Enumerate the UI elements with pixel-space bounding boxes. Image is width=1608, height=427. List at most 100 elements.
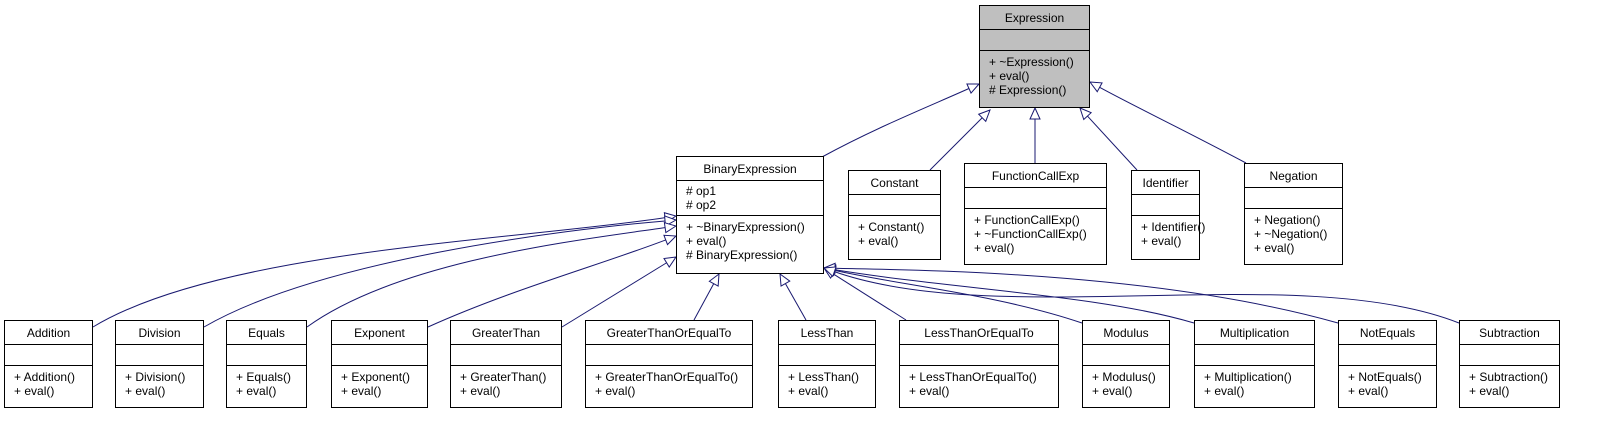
operation: + Addition() [14, 370, 76, 384]
class-operations: + ~BinaryExpression()+ eval()# BinaryExp… [677, 215, 823, 273]
class-attributes [1132, 194, 1199, 215]
class-exponent[interactable]: Exponent + Exponent()+ eval() [331, 320, 428, 408]
class-name: Identifier [1142, 176, 1189, 190]
class-name: Exponent [354, 326, 405, 340]
class-operations: + Division()+ eval() [116, 365, 203, 407]
inheritance-arrowhead-constant [977, 109, 991, 123]
class-less-than-or-equal-to[interactable]: LessThanOrEqualTo + LessThanOrEqualTo()+ … [899, 320, 1059, 408]
class-operations: + ~Expression()+ eval()# Expression() [980, 50, 1089, 107]
inheritance-edge-modulus [834, 269, 1083, 324]
operation: + eval() [858, 234, 899, 248]
inheritance-edge-addition [92, 217, 666, 328]
class-attributes [1083, 344, 1169, 365]
operation: + LessThanOrEqualTo() [909, 370, 1037, 384]
operation: + eval() [460, 384, 501, 398]
class-subtraction[interactable]: Subtraction+ Subtraction()+ eval() [1459, 320, 1560, 408]
operation: + ~BinaryExpression() [686, 220, 805, 234]
class-operations: + FunctionCallExp()+ ~FunctionCallExp()+… [965, 208, 1106, 264]
inheritance-edge-exponent [427, 239, 666, 328]
class-attributes [900, 344, 1058, 365]
class-name: LessThan [800, 326, 854, 340]
inheritance-edges [92, 81, 1460, 328]
class-attributes [227, 344, 306, 365]
class-operations: + Modulus()+ eval() [1083, 365, 1169, 407]
class-expression[interactable]: Expression+ ~Expression()+ eval()# Expre… [979, 5, 1090, 108]
class-operations: + Constant()+ eval() [849, 215, 940, 259]
operation: + eval() [595, 384, 636, 398]
class-constant[interactable]: Constant+ Constant()+ eval() [848, 170, 941, 260]
class-name: Addition [26, 326, 71, 340]
class-attributes [451, 344, 561, 365]
class-addition[interactable]: Addition + Addition()+ eval() [4, 320, 93, 408]
class-operations: + Equals()+ eval() [227, 365, 306, 407]
operation: + GreaterThanOrEqualTo() [595, 370, 739, 384]
operation: + Division() [125, 370, 186, 384]
class-modulus[interactable]: Modulus + Modulus()+ eval() [1082, 320, 1170, 408]
operation: + eval() [14, 384, 55, 398]
class-operations: + Multiplication()+ eval() [1195, 365, 1314, 407]
class-equals[interactable]: Equals+ Equals()+ eval() [226, 320, 307, 408]
operation: + eval() [1092, 384, 1133, 398]
class-attributes [965, 187, 1106, 208]
inheritance-edge-subtraction [834, 271, 1460, 324]
class-not-equals[interactable]: NotEquals + NotEquals()+ eval() [1338, 320, 1437, 408]
operation: + eval() [686, 234, 727, 248]
operation: + eval() [1204, 384, 1245, 398]
inheritance-arrowhead-negation [1088, 81, 1103, 93]
class-negation[interactable]: Negation+ Negation()+ ~Negation()+ eval(… [1244, 163, 1343, 265]
operation: + eval() [125, 384, 166, 398]
class-name: LessThanOrEqualTo [924, 326, 1034, 340]
class-name: Negation [1269, 169, 1318, 183]
class-greater-than[interactable]: GreaterThan + GreaterThan()+ eval() [450, 320, 562, 408]
inheritance-arrowhead-greater-than-or-equal-to [708, 272, 720, 287]
inheritance-arrowhead-less-than [779, 272, 791, 287]
operation: + FunctionCallExp() [974, 213, 1080, 227]
class-operations: + LessThan()+ eval() [779, 365, 875, 407]
class-operations: + Subtraction()+ eval() [1460, 365, 1559, 407]
class-greater-than-or-equal-to[interactable]: GreaterThanOrEqualTo+ GreaterThanOrEqual… [585, 320, 753, 408]
operation: + eval() [1469, 384, 1510, 398]
operation: + eval() [909, 384, 950, 398]
operation: + Constant() [858, 220, 925, 234]
inheritance-edge-less-than [784, 283, 807, 321]
inheritance-edge-not-equals [834, 267, 1339, 324]
inheritance-edge-identifier [1087, 115, 1138, 171]
operation: + Exponent() [341, 370, 411, 384]
operation: + eval() [341, 384, 382, 398]
inheritance-edge-equals [306, 227, 666, 328]
operation: + GreaterThan() [460, 370, 547, 384]
class-operations: + NotEquals()+ eval() [1339, 365, 1436, 407]
inheritance-arrowhead-function-call-exp [1029, 106, 1041, 120]
inheritance-arrowhead-exponent [663, 234, 678, 246]
class-name: GreaterThan [471, 326, 541, 340]
inheritance-edge-binary-expression [821, 88, 970, 158]
class-name: FunctionCallExp [991, 169, 1080, 183]
class-attributes [849, 194, 940, 215]
operation: # Expression() [989, 83, 1067, 97]
class-attributes [5, 344, 92, 365]
class-name: NotEquals [1359, 326, 1416, 340]
class-attributes: # op1# op2 [677, 180, 823, 215]
operation: + Identifier() [1141, 220, 1206, 234]
class-identifier[interactable]: Identifier+ Identifier()+ eval() [1131, 170, 1206, 260]
inheritance-arrowhead-equals [663, 221, 678, 234]
class-name: Multiplication [1219, 326, 1290, 340]
class-attributes [1195, 344, 1314, 365]
operation: + Multiplication() [1204, 370, 1292, 384]
class-function-call-exp[interactable]: FunctionCallExp + FunctionCallExp()+ ~Fun… [964, 163, 1107, 265]
class-name: Modulus [1103, 326, 1149, 340]
class-diagram: Expression+ ~Expression()+ eval()# Expre… [4, 5, 1560, 408]
operation: + Equals() [236, 370, 292, 384]
class-division[interactable]: Division+ Division()+ eval() [115, 320, 204, 408]
inheritance-arrowhead-identifier [1079, 107, 1093, 121]
class-binary-expression[interactable]: BinaryExpression# op1# op2+ ~BinaryExpre… [676, 156, 824, 274]
class-attributes [1245, 187, 1342, 208]
class-attributes [332, 344, 427, 365]
class-less-than[interactable]: LessThan + LessThan()+ eval() [778, 320, 876, 408]
class-operations: + Exponent()+ eval() [332, 365, 427, 407]
operation: + LessThan() [788, 370, 860, 384]
class-multiplication[interactable]: Multiplication + Multiplication()+ eval() [1194, 320, 1315, 408]
operation: + ~Negation() [1254, 227, 1328, 241]
inheritance-edge-greater-than-or-equal-to [693, 283, 715, 321]
operation: + ~FunctionCallExp() [974, 227, 1087, 241]
